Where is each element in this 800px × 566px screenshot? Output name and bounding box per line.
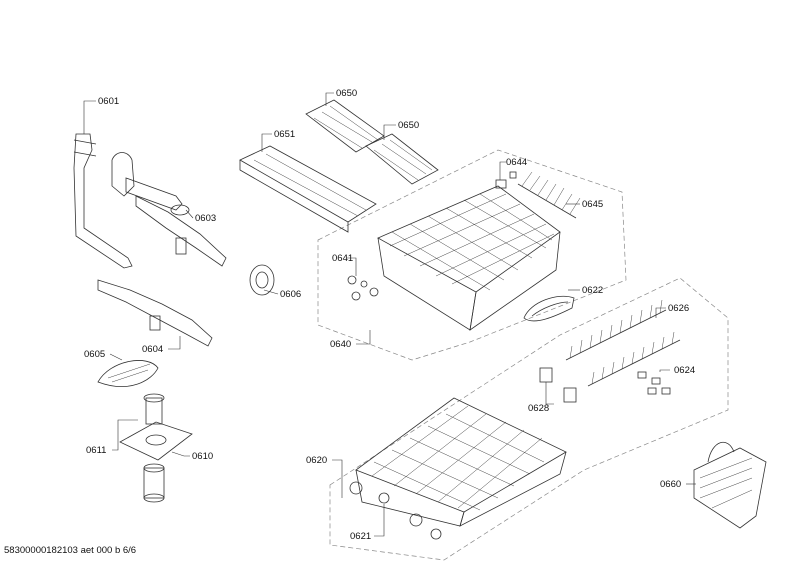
lower-wheel-set xyxy=(349,481,442,540)
cutlery-basket-part xyxy=(693,441,767,529)
folding-tines-upper xyxy=(517,171,581,219)
leader-0628 xyxy=(545,382,554,405)
leader-0606 xyxy=(263,289,279,295)
leader-0610 xyxy=(171,451,190,457)
label-0645: 0645 xyxy=(582,199,603,210)
label-0651: 0651 xyxy=(274,129,295,140)
leader-0640 xyxy=(356,330,371,345)
label-0626: 0626 xyxy=(668,303,689,314)
label-0650-a: 0650 xyxy=(336,88,357,99)
leader-0620 xyxy=(332,459,343,498)
leader-0624 xyxy=(659,369,670,372)
label-0620: 0620 xyxy=(306,455,327,466)
basket-handle-part xyxy=(523,295,575,322)
label-0622: 0622 xyxy=(582,285,603,296)
label-0650-b: 0650 xyxy=(398,120,419,131)
leader-0621 xyxy=(374,504,385,537)
micro-filter-part xyxy=(143,463,165,503)
label-0621: 0621 xyxy=(350,531,371,542)
label-0610: 0610 xyxy=(192,451,213,462)
leader-0641 xyxy=(346,257,357,276)
label-0640: 0640 xyxy=(330,339,351,350)
cutlery-tray-part xyxy=(239,145,377,233)
label-0641: 0641 xyxy=(332,253,353,264)
label-0604: 0604 xyxy=(142,344,163,355)
upper-basket-part xyxy=(377,185,561,331)
disc-part xyxy=(249,264,275,296)
leader-0650a xyxy=(325,92,334,106)
cutlery-tray-insert-a xyxy=(305,99,385,153)
label-0644: 0644 xyxy=(506,157,527,168)
label-0624: 0624 xyxy=(674,365,695,376)
leader-0644 xyxy=(499,161,506,180)
leader-0605 xyxy=(109,353,123,361)
cutlery-tray-insert-b xyxy=(365,133,439,185)
leader-0651 xyxy=(261,133,272,152)
leader-0611 xyxy=(112,419,138,451)
leader-0603 xyxy=(185,209,194,219)
label-0611: 0611 xyxy=(86,445,106,456)
label-0603: 0603 xyxy=(195,213,216,224)
filter-plate-part xyxy=(97,360,159,387)
label-0605: 0605 xyxy=(84,349,105,360)
spray-pipe-part xyxy=(73,133,133,269)
upper-roller-set xyxy=(347,275,379,301)
clip-set-part xyxy=(637,371,671,395)
upper-spray-arm-part xyxy=(111,152,227,267)
leader-0601 xyxy=(83,100,96,134)
clip-part xyxy=(495,171,517,189)
upper-basket-group-frame xyxy=(317,149,627,361)
tine-holder-part xyxy=(539,367,577,403)
label-0606: 0606 xyxy=(280,289,301,300)
sump-housing-part xyxy=(119,393,193,461)
label-0601: 0601 xyxy=(98,96,119,107)
leader-0626 xyxy=(655,307,666,318)
label-0660: 0660 xyxy=(660,479,681,490)
folding-tines-lower xyxy=(565,299,681,387)
lower-basket-part xyxy=(355,397,567,527)
document-id-footer: 58300000182103 aet 000 b 6/6 xyxy=(4,545,137,556)
label-0628: 0628 xyxy=(528,403,549,414)
lower-spray-arm-part xyxy=(97,279,213,347)
lower-basket-group-frame xyxy=(329,277,729,561)
leader-0604 xyxy=(168,336,181,350)
leader-0650b xyxy=(383,124,396,140)
